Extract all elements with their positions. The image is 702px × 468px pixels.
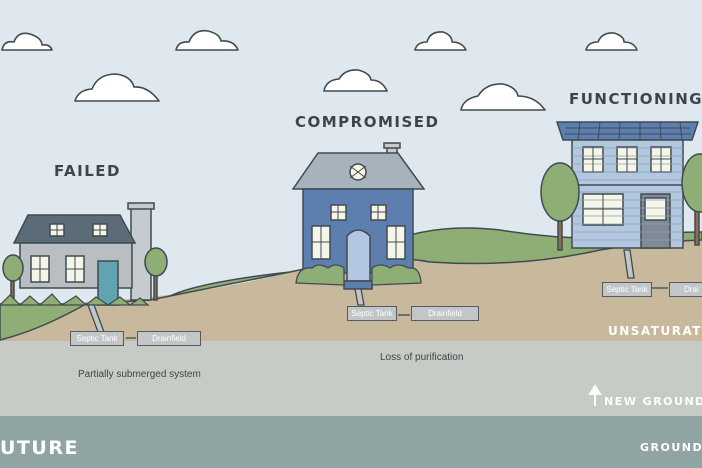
door (97, 260, 119, 306)
door (346, 229, 371, 282)
septic-tank-box: Septic Tank (347, 306, 397, 321)
cloud-icon (460, 83, 546, 111)
tree-icon (144, 247, 168, 277)
label-compromised: COMPROMISED (295, 113, 440, 131)
septic-tank-box: Septic Tank (70, 331, 124, 346)
caption-loss-of-purification: Loss of purification (380, 352, 464, 363)
new-groundwater-zone (0, 341, 702, 416)
label-new-groundwater: NEW GROUNDW (604, 395, 702, 408)
label-functioning: FUNCTIONING (569, 90, 702, 108)
tree-icon (2, 254, 24, 282)
drainfield-box: Drai (669, 282, 702, 297)
groundwater-zone (0, 416, 702, 468)
label-future: UTURE (0, 437, 79, 459)
label-failed: FAILED (54, 162, 121, 180)
solar-roof (555, 121, 700, 141)
roof (12, 214, 137, 244)
soil (0, 240, 702, 341)
cloud-icon (585, 32, 638, 51)
pipe (354, 288, 365, 306)
tree-icon (681, 153, 702, 213)
functioning-house (555, 121, 700, 249)
cloud-icon (175, 29, 239, 51)
label-groundwater: GROUNDW (640, 441, 702, 454)
cloud-icon (74, 73, 160, 102)
cloud-icon (1, 32, 53, 51)
cloud-icon (414, 31, 467, 51)
caption-partially-submerged: Partially submerged system (78, 369, 201, 380)
cloud-icon (323, 69, 388, 92)
septic-tank-box: Septic Tank (602, 282, 652, 297)
drainfield-box: Drainfield (137, 331, 201, 346)
failed-house (12, 202, 155, 306)
bushes (0, 293, 150, 306)
tree-icon (540, 162, 580, 222)
drainfield-box: Drainfield (411, 306, 479, 321)
label-unsaturated: UNSATURATED (608, 324, 702, 338)
bushes (295, 264, 422, 286)
pipe (623, 249, 635, 279)
arrow-up-icon (588, 384, 602, 406)
